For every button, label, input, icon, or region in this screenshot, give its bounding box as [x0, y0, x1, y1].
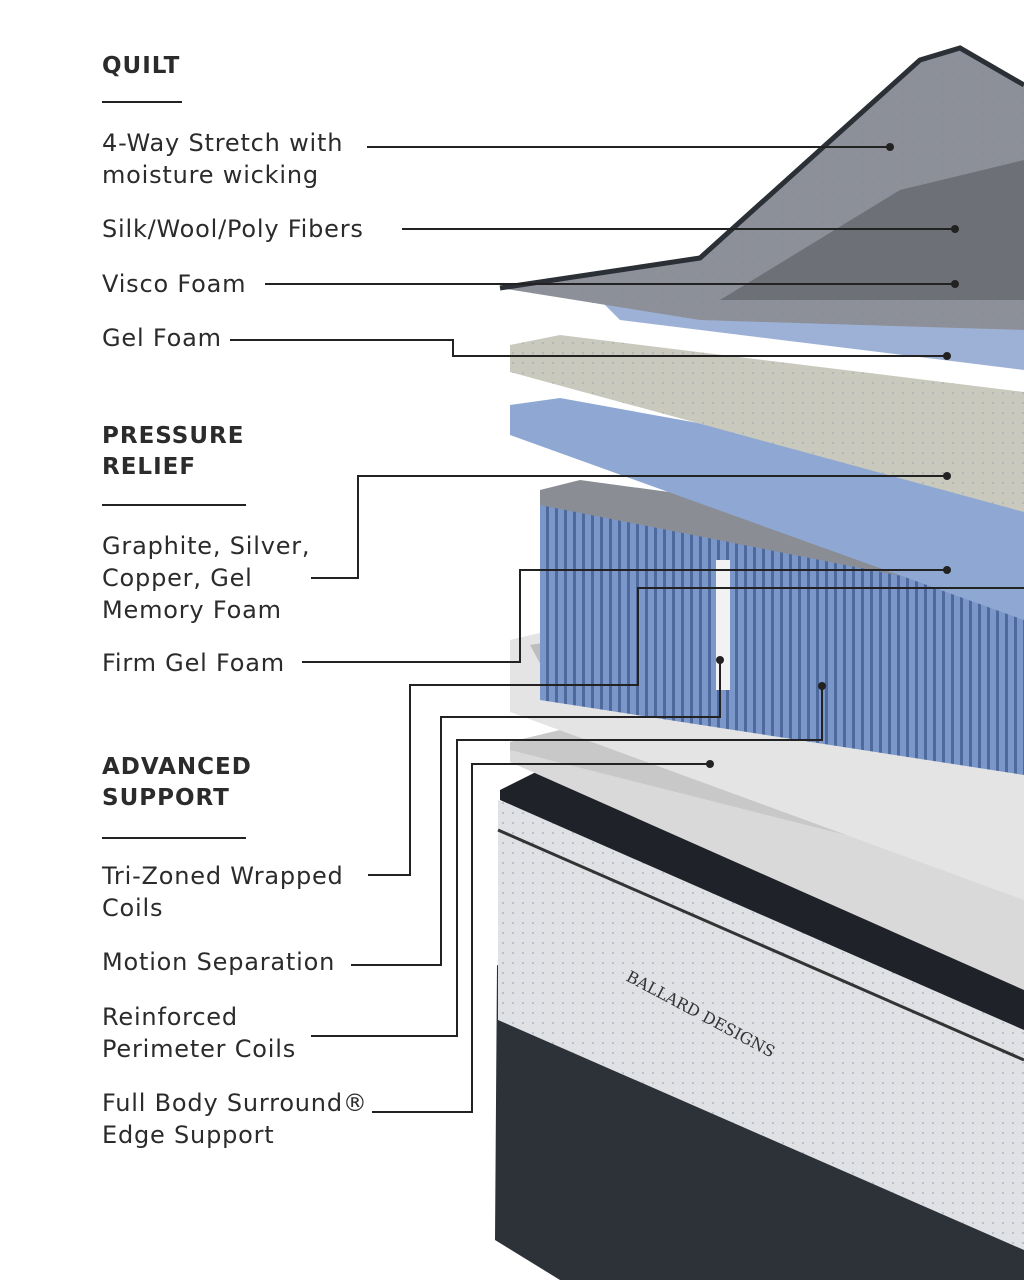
leader-lines	[230, 146, 1024, 1113]
label-perimeter: Reinforced Perimeter Coils	[102, 1003, 297, 1063]
gel-memory-foam	[510, 398, 1024, 620]
mattress-body: BALLARD DESIGNS	[497, 770, 1024, 1250]
label-gel-foam: Gel Foam	[102, 324, 222, 352]
divider	[102, 837, 246, 839]
heading-quilt: QUILT	[102, 53, 181, 79]
label-graphite: Graphite, Silver, Copper, Gel Memory Foa…	[102, 532, 311, 624]
heading-advanced-support: ADVANCED SUPPORT	[102, 754, 252, 811]
quilt-top	[499, 45, 1024, 370]
label-firm-gel: Firm Gel Foam	[102, 649, 285, 677]
label-motion: Motion Separation	[102, 948, 336, 976]
label-stretch: 4-Way Stretch with moisture wicking	[102, 129, 344, 189]
divider	[102, 101, 182, 103]
divider	[102, 504, 246, 506]
heading-pressure-relief: PRESSURE RELIEF	[102, 423, 245, 480]
label-fibers: Silk/Wool/Poly Fibers	[102, 215, 364, 243]
leader-dots	[706, 143, 959, 768]
label-visco: Visco Foam	[102, 270, 247, 298]
firm-gel-foam	[510, 335, 1024, 512]
label-edge: Full Body Surround® Edge Support	[102, 1089, 368, 1149]
label-coils: Tri-Zoned Wrapped Coils	[102, 862, 344, 922]
